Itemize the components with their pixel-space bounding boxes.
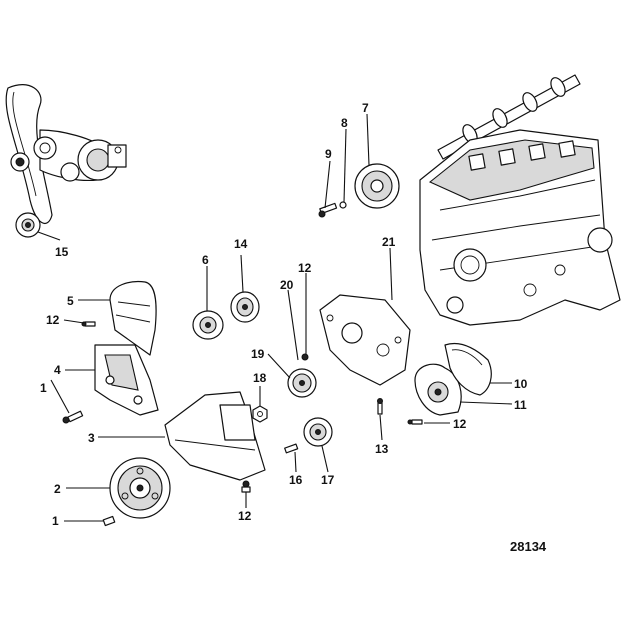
callout-18: 18 xyxy=(253,371,267,385)
cam-gear-washer xyxy=(339,201,347,209)
callout-15: 15 xyxy=(55,245,69,259)
callout-11: 11 xyxy=(514,398,527,412)
lower-timing-cover xyxy=(164,391,266,481)
callout-12-bottom: 12 xyxy=(238,509,252,523)
front-engine-housing xyxy=(319,294,411,386)
callout-5: 5 xyxy=(67,294,74,308)
water-pump-gasket xyxy=(444,342,492,396)
upper-timing-cover xyxy=(109,280,157,356)
camshaft-gear xyxy=(354,163,400,209)
water-pump-bolt xyxy=(407,419,423,425)
callout-19: 19 xyxy=(251,347,265,361)
callout-6: 6 xyxy=(202,253,209,267)
callout-9: 9 xyxy=(325,147,332,161)
callout-12-center: 12 xyxy=(298,261,312,275)
crank-sprocket-bolt xyxy=(284,443,299,454)
belt-accessory-assembly xyxy=(5,84,127,238)
cam-sprocket xyxy=(287,368,317,398)
callout-21: 21 xyxy=(382,235,396,249)
camshaft xyxy=(437,74,581,160)
callout-1-lower: 1 xyxy=(52,514,59,528)
callout-12-upper-left: 12 xyxy=(46,313,60,327)
idler-pulley xyxy=(230,291,260,323)
crankshaft-pulley xyxy=(109,457,171,519)
callout-13: 13 xyxy=(375,442,389,456)
belt-tensioner xyxy=(192,310,224,340)
callout-12-right: 12 xyxy=(453,417,467,431)
pump-stud xyxy=(377,398,383,415)
engine-block xyxy=(419,129,621,326)
callout-20: 20 xyxy=(280,278,294,292)
callout-4: 4 xyxy=(54,363,61,377)
sprocket-nut xyxy=(252,405,268,423)
callout-2: 2 xyxy=(54,482,61,496)
crank-pulley-bolt xyxy=(102,515,116,527)
callout-10: 10 xyxy=(514,377,528,391)
housing-bolt xyxy=(301,353,309,361)
callout-8: 8 xyxy=(341,116,348,130)
engine-mount-bracket xyxy=(94,344,159,416)
callout-1-upper: 1 xyxy=(40,381,47,395)
callout-16: 16 xyxy=(289,473,303,487)
water-pump xyxy=(414,363,462,416)
leader-lines xyxy=(37,113,513,522)
crank-sprocket xyxy=(303,417,333,447)
callout-7: 7 xyxy=(362,101,369,115)
diagram-reference-number: 28134 xyxy=(510,539,547,554)
callout-17: 17 xyxy=(321,473,335,487)
callout-14: 14 xyxy=(234,237,248,251)
mount-bracket-bolt xyxy=(62,410,84,424)
lower-cover-bolt xyxy=(241,480,251,493)
cam-gear-bolt xyxy=(318,202,338,218)
callout-3: 3 xyxy=(88,431,95,445)
